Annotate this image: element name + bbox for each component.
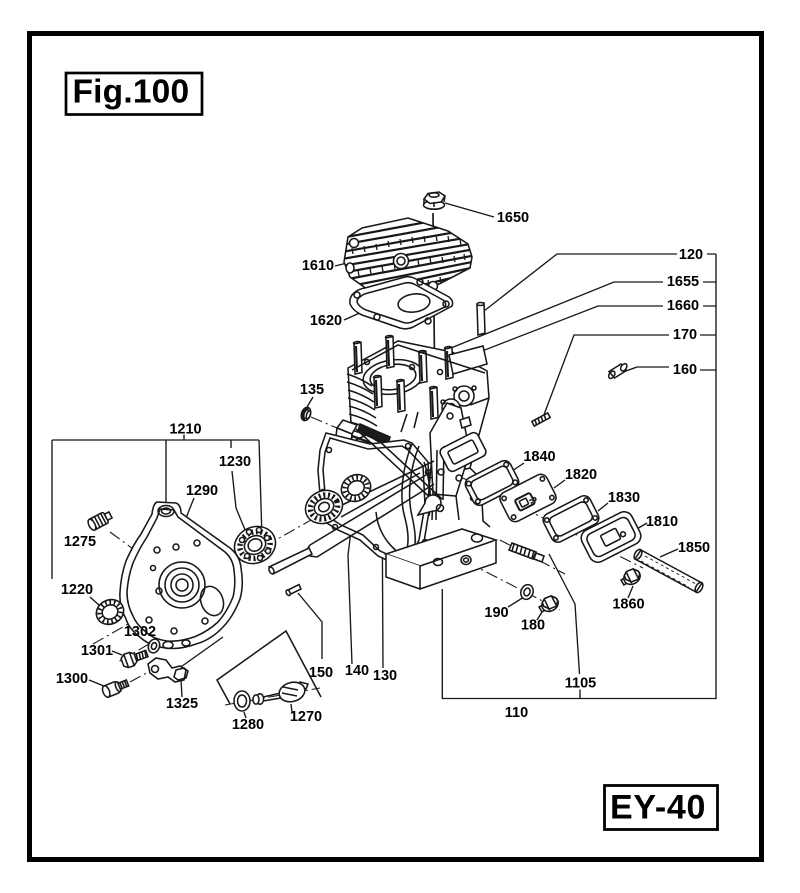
svg-text:1830: 1830 [608,490,640,506]
svg-text:1820: 1820 [565,467,597,483]
svg-text:1660: 1660 [667,298,699,314]
svg-text:1290: 1290 [186,483,218,499]
svg-text:130: 130 [373,668,397,684]
svg-text:1210: 1210 [169,422,201,438]
svg-text:150: 150 [309,665,333,681]
svg-text:110: 110 [505,705,528,721]
svg-text:1302: 1302 [124,624,156,640]
svg-text:190: 190 [484,605,508,621]
svg-text:1810: 1810 [646,514,678,530]
svg-text:1300: 1300 [56,671,88,687]
svg-text:1280: 1280 [232,717,264,733]
svg-text:1840: 1840 [523,449,555,465]
svg-text:1325: 1325 [166,696,198,712]
svg-text:160: 160 [673,362,697,378]
svg-text:135: 135 [300,382,324,398]
svg-text:1620: 1620 [310,313,342,329]
svg-text:1655: 1655 [667,274,699,290]
svg-text:170: 170 [673,327,697,343]
svg-text:1220: 1220 [61,582,93,598]
svg-text:1105: 1105 [565,676,596,692]
svg-text:1650: 1650 [497,210,529,226]
svg-text:Fig.100: Fig.100 [73,74,190,111]
svg-text:1230: 1230 [219,454,251,470]
svg-text:120: 120 [679,247,703,263]
svg-text:1850: 1850 [678,540,710,556]
svg-text:1301: 1301 [81,643,113,659]
svg-text:EY-40: EY-40 [610,789,706,827]
svg-text:1270: 1270 [290,709,322,725]
svg-text:1610: 1610 [302,258,334,274]
svg-text:140: 140 [345,663,369,679]
svg-text:1860: 1860 [612,597,644,613]
svg-text:1275: 1275 [64,534,96,550]
svg-text:180: 180 [521,618,545,634]
